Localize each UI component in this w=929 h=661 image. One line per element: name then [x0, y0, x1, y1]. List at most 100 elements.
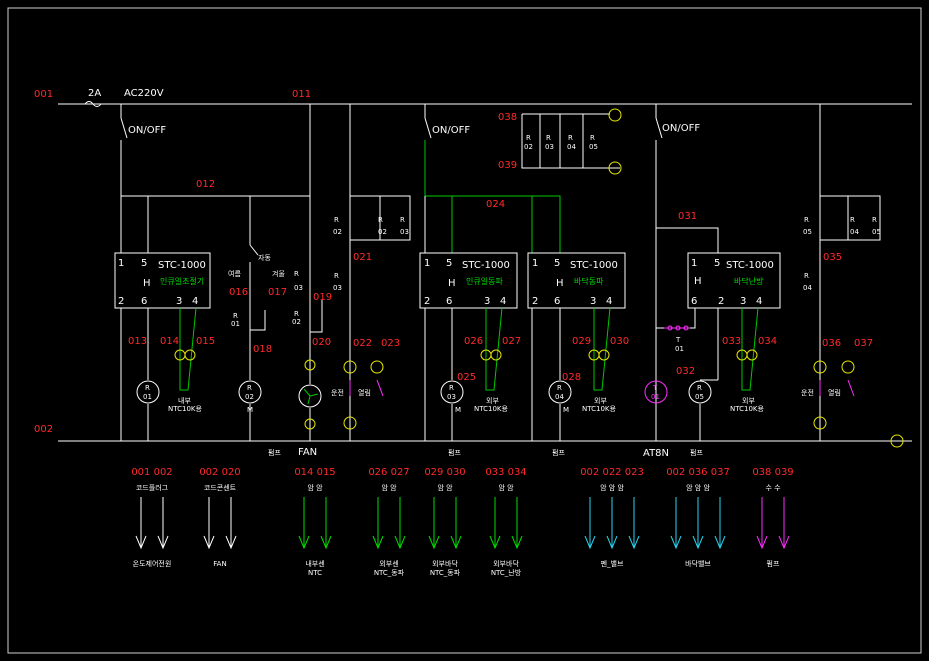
svg-text:05: 05: [803, 228, 812, 236]
line-label-034: 034: [758, 336, 777, 347]
svg-text:NTC10K용: NTC10K용: [582, 405, 616, 413]
svg-text:4: 4: [606, 296, 612, 307]
legend-destination: 온도제어전원: [133, 559, 172, 568]
line-label-020: 020: [312, 337, 331, 348]
green-bus-024: [424, 140, 561, 253]
svg-text:2: 2: [424, 296, 430, 307]
controller-model-3: STC-1000: [570, 260, 618, 271]
legend-arrow: [778, 497, 790, 550]
line-label-032: 032: [676, 366, 695, 377]
svg-text:NTC10K용: NTC10K용: [474, 405, 508, 413]
legend-arrow: [298, 497, 310, 550]
line-label-015: 015: [196, 336, 215, 347]
motor-r04: [548, 380, 572, 404]
svg-text:02: 02: [524, 143, 533, 151]
legend-line-numbers: 038 039: [752, 467, 793, 478]
line-label-039: 039: [498, 160, 517, 171]
svg-text:R: R: [334, 272, 339, 280]
line-label-038: 038: [498, 112, 517, 123]
svg-text:NTC10K용: NTC10K용: [168, 405, 202, 413]
controller-name-4: 바닥난방: [734, 276, 764, 286]
controller-model-4: STC-1000: [726, 260, 774, 271]
svg-text:외부: 외부: [742, 396, 755, 405]
svg-text:6: 6: [446, 296, 452, 307]
legend-arrow: [756, 497, 768, 550]
line-label-026: 026: [464, 336, 483, 347]
onoff-label-3: ON/OFF: [662, 123, 700, 134]
line-label-031: 031: [678, 211, 697, 222]
svg-text:여름: 여름: [228, 269, 241, 278]
sensor-wire-1: [179, 307, 197, 391]
svg-text:01: 01: [675, 345, 684, 353]
line-label-033: 033: [722, 336, 741, 347]
svg-text:R: R: [233, 312, 238, 320]
svg-text:외부: 외부: [594, 396, 607, 405]
controller-box-4: [687, 252, 781, 309]
legend-destination: 외부센: [379, 559, 398, 568]
legend-arrow: [606, 497, 618, 550]
svg-text:2: 2: [118, 296, 124, 307]
legend-arrow: [157, 497, 169, 550]
svg-text:05: 05: [872, 228, 881, 236]
svg-text:열림: 열림: [358, 389, 371, 397]
fuse-symbol: [84, 101, 102, 107]
svg-text:T: T: [675, 336, 681, 344]
fuse-label: 2A: [88, 88, 101, 99]
svg-text:5: 5: [141, 258, 147, 269]
legend-destination: NTC: [308, 569, 322, 577]
legend-destination: 외부바닥: [432, 559, 458, 568]
svg-text:R: R: [804, 272, 809, 280]
svg-text:03: 03: [294, 284, 303, 292]
controller-name-2: 인큐일동파: [466, 276, 503, 286]
svg-text:내부: 내부: [178, 396, 191, 405]
svg-text:R: R: [145, 384, 150, 392]
svg-text:6: 6: [141, 296, 147, 307]
legend-destination: NTC_난방: [491, 568, 522, 577]
controller-box-1: [114, 252, 211, 309]
svg-text:6: 6: [691, 296, 697, 307]
svg-text:R: R: [526, 134, 531, 142]
onoff-switch-2: [424, 117, 432, 139]
legend-arrow: [320, 497, 332, 550]
svg-text:NTC10K용: NTC10K용: [730, 405, 764, 413]
svg-text:H: H: [143, 278, 151, 289]
svg-text:R: R: [568, 134, 573, 142]
motor-r02: [238, 380, 262, 404]
svg-text:1: 1: [424, 258, 430, 269]
svg-text:3: 3: [176, 296, 182, 307]
svg-text:운전: 운전: [331, 388, 344, 397]
line-label-030: 030: [610, 336, 629, 347]
svg-text:3: 3: [590, 296, 596, 307]
svg-text:03: 03: [400, 228, 409, 236]
fan-label: FAN: [298, 447, 317, 458]
line-label-017: 017: [268, 287, 287, 298]
legend-line-numbers: 026 027: [368, 467, 409, 478]
legend-destination: 내부센: [305, 559, 324, 568]
svg-text:02: 02: [292, 318, 301, 326]
line-label-036: 036: [822, 338, 841, 349]
legend-destination: NTC_동파: [374, 568, 405, 577]
line-label-037: 037: [854, 338, 873, 349]
legend-arrow: [135, 497, 147, 550]
legend-arrow: [714, 497, 726, 550]
voltage-label: AC220V: [124, 88, 164, 99]
svg-text:03: 03: [447, 393, 456, 401]
legend-line-numbers: 001 002: [131, 467, 172, 478]
legend-arrow: [225, 497, 237, 550]
onoff-label-1: ON/OFF: [128, 125, 166, 136]
legend-connector-type: 암 암: [498, 484, 514, 492]
fan-icon: [303, 388, 319, 405]
svg-text:H: H: [556, 278, 564, 289]
line-label-001: 001: [34, 89, 53, 100]
svg-text:펌프: 펌프: [448, 448, 461, 457]
legend-arrow: [489, 497, 501, 550]
legend-arrow: [450, 497, 462, 550]
controller-model-2: STC-1000: [462, 260, 510, 271]
legend-destination: FAN: [213, 560, 226, 568]
svg-text:5: 5: [446, 258, 452, 269]
legend-connector-type: 암 암: [437, 484, 453, 492]
